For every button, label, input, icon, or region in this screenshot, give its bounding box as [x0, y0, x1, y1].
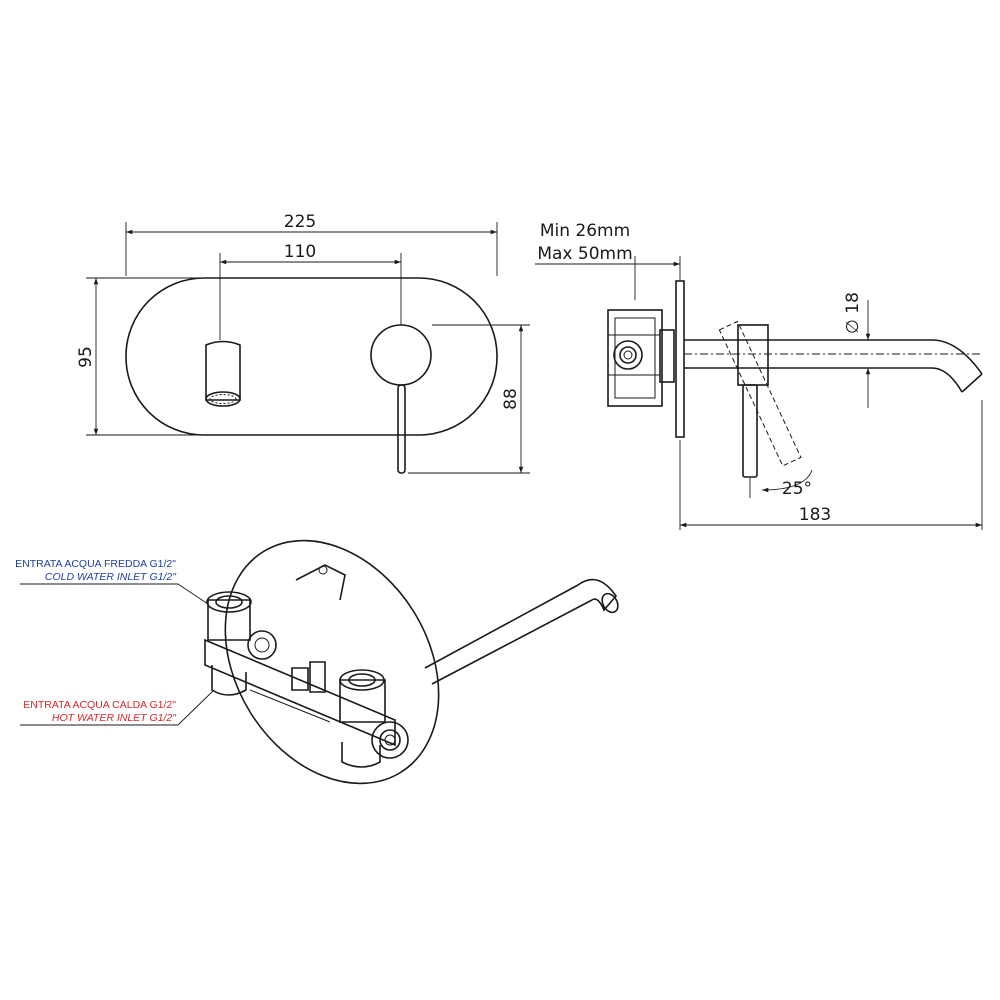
dim-label-183: 183	[799, 505, 831, 525]
spout-outlet	[205, 340, 241, 407]
lever-handle	[397, 384, 406, 474]
wall-max-label: Max 50mm	[537, 244, 632, 264]
wall-min-label: Min 26mm	[540, 221, 630, 241]
dim-label-110: 110	[284, 242, 316, 262]
plate-side	[675, 280, 685, 438]
wall-plate	[125, 277, 498, 436]
cold-inlet-label-it: ENTRATA ACQUA FREDDA G1/2"	[15, 558, 176, 570]
dimension-diameter: ∅ 18	[843, 292, 871, 408]
dim-label-95: 95	[76, 346, 96, 368]
isometric-view: ENTRATA ACQUA FREDDA G1/2" COLD WATER IN…	[15, 539, 619, 785]
hot-inlet-label-en: HOT WATER INLET G1/2"	[52, 712, 177, 724]
mixer-body	[607, 309, 675, 407]
dimension-88: 88	[408, 324, 530, 474]
dimension-angle: 25°	[749, 469, 813, 499]
lever-hub	[370, 324, 432, 386]
dim-label-88: 88	[501, 388, 521, 410]
iso-wall-plate	[224, 539, 440, 785]
dim-label-225: 225	[284, 212, 316, 232]
lever-rotated	[718, 320, 802, 467]
dim-label-diameter: ∅ 18	[843, 292, 863, 334]
iso-manifold	[204, 591, 409, 768]
dimension-183: 183	[679, 400, 983, 530]
dimension-95: 95	[76, 277, 200, 436]
spout-side	[684, 339, 983, 393]
front-view: 225 110 95 88	[76, 212, 530, 474]
lever-side	[742, 384, 758, 478]
dimension-225: 225	[125, 212, 498, 276]
hot-inlet-label-it: ENTRATA ACQUA CALDA G1/2"	[23, 699, 176, 711]
cold-inlet-label-en: COLD WATER INLET G1/2"	[45, 571, 177, 583]
cold-inlet-callout: ENTRATA ACQUA FREDDA G1/2" COLD WATER IN…	[15, 558, 209, 605]
dim-label-25: 25°	[782, 479, 812, 499]
iso-spout	[424, 578, 619, 685]
dimension-110: 110	[219, 242, 402, 340]
hot-inlet-callout: ENTRATA ACQUA CALDA G1/2" HOT WATER INLE…	[20, 689, 215, 726]
side-view: Min 26mm Max 50mm	[535, 221, 983, 530]
